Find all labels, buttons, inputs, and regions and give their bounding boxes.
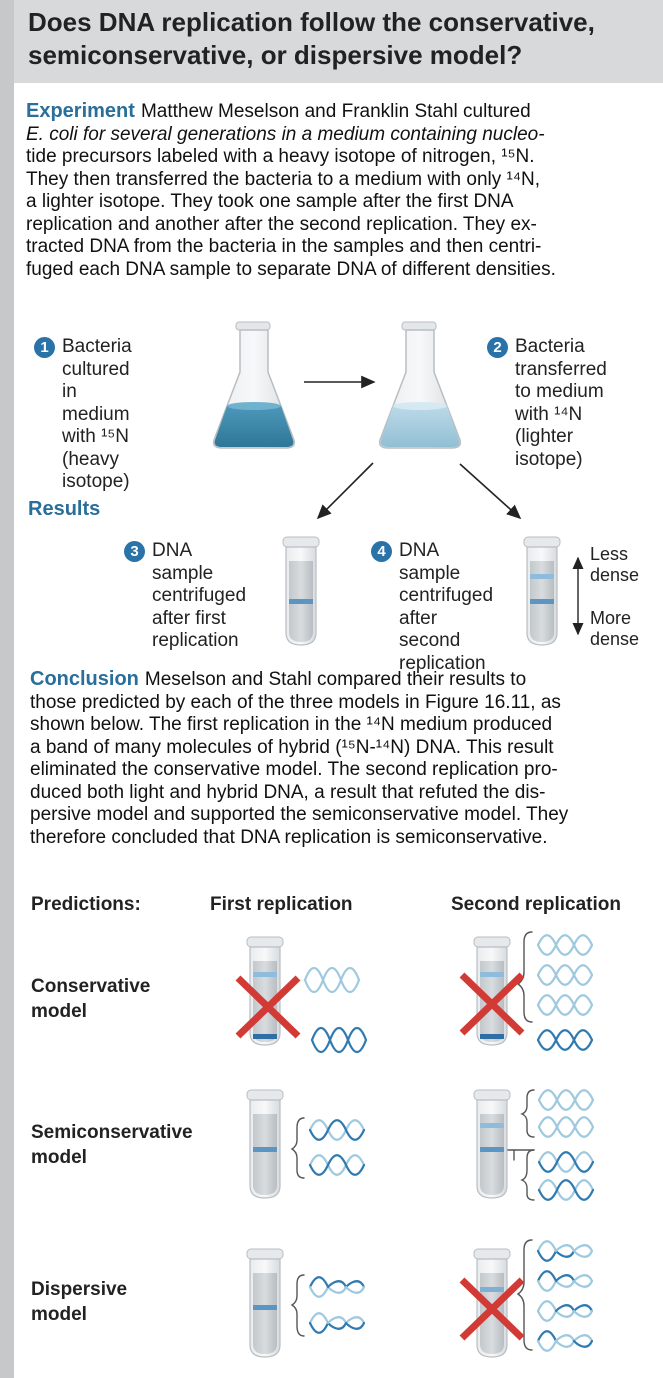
dna-helix-mixed-icon <box>538 1271 592 1291</box>
tube-dispersive-second-icon <box>474 1249 510 1357</box>
dna-helix-mixed-icon <box>538 1241 592 1261</box>
dna-helix-heavy-icon <box>538 1030 592 1050</box>
dna-helix-hybrid-icon <box>539 1152 593 1172</box>
dna-helix-mixed-icon <box>310 1277 364 1297</box>
dna-helix-light-icon <box>305 968 359 992</box>
dna-helix-light-icon <box>538 935 592 955</box>
flask-heavy-icon <box>214 322 295 448</box>
dna-helix-heavy-icon <box>312 1028 366 1052</box>
flask-light-icon <box>380 322 461 448</box>
tube-dispersive-first-icon <box>247 1249 283 1357</box>
dna-helix-light-icon <box>538 965 592 985</box>
brace-icon <box>292 1118 304 1178</box>
tube-step-3-icon <box>283 537 319 645</box>
tube-semiconservative-first-icon <box>247 1090 283 1198</box>
dna-helix-hybrid-icon <box>539 1180 593 1200</box>
brace-icon <box>514 1150 534 1200</box>
dna-helix-light-icon <box>539 1117 593 1137</box>
dna-helix-light-icon <box>539 1090 593 1110</box>
brace-icon <box>522 1090 534 1137</box>
dna-helix-mixed-icon <box>538 1331 592 1351</box>
arrow-to-sample-4 <box>460 464 520 518</box>
dna-helix-light-icon <box>538 995 592 1015</box>
brace-icon <box>292 1275 304 1336</box>
dna-helix-mixed-icon <box>538 1301 592 1321</box>
dna-helix-hybrid-icon <box>310 1120 364 1140</box>
tube-step-4-icon <box>524 537 560 645</box>
dna-helix-hybrid-icon <box>310 1155 364 1175</box>
dna-helix-mixed-icon <box>310 1313 364 1333</box>
tube-semiconservative-second-icon <box>474 1090 510 1198</box>
arrow-to-sample-3 <box>318 463 373 518</box>
